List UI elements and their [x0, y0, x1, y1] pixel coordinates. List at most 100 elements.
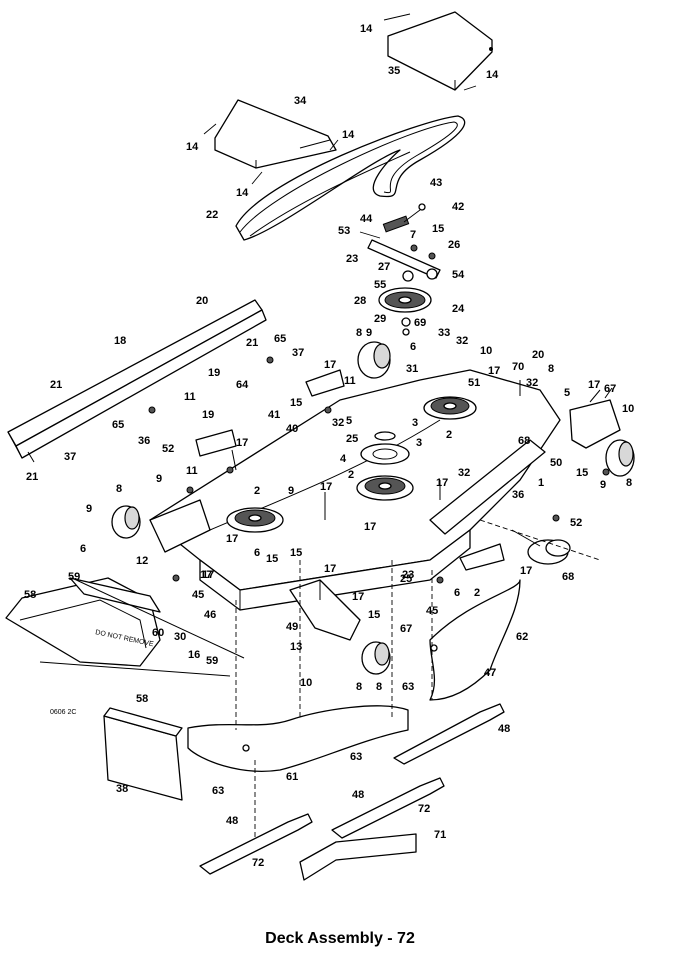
callout: 17	[520, 565, 532, 577]
front-wheel-bracket	[289, 579, 361, 641]
callout: 10	[480, 345, 492, 357]
callout: 17	[202, 569, 214, 581]
callout: 35	[388, 65, 400, 77]
anti-scalp-roller-12	[511, 529, 571, 565]
callout: 14	[236, 187, 249, 199]
callout: 17	[588, 379, 600, 391]
callout: 22	[206, 209, 218, 221]
spindle-pulley-center	[356, 431, 414, 501]
callout: 29	[374, 313, 386, 325]
hardware	[148, 356, 610, 584]
callout: 15	[576, 467, 588, 479]
callout: 17	[226, 533, 238, 545]
callout: 30	[174, 631, 186, 643]
blade-48-left	[199, 813, 313, 875]
callout: 32	[332, 417, 344, 429]
callout: 72	[418, 803, 430, 815]
callout: 14	[342, 129, 355, 141]
callout: 6	[410, 341, 416, 353]
callout: 21	[246, 337, 258, 349]
callout: 18	[114, 335, 126, 347]
callout: 17	[436, 477, 448, 489]
callout: 63	[402, 681, 414, 693]
callout: 54	[452, 269, 465, 281]
callout: 47	[484, 667, 496, 679]
callout: 72	[252, 857, 264, 869]
callout: 45	[426, 605, 438, 617]
callout: 9	[366, 327, 372, 339]
callout: 60	[152, 627, 164, 639]
callout: 23	[346, 253, 358, 265]
callout: 49	[286, 621, 298, 633]
callout: 48	[226, 815, 238, 827]
callout: 17	[324, 563, 336, 575]
callout: 15	[290, 397, 302, 409]
chute-rod	[39, 577, 245, 677]
callout: 53	[338, 225, 350, 237]
spindle-pulley-left	[226, 507, 284, 533]
callout: 32	[458, 467, 470, 479]
callout: 19	[208, 367, 220, 379]
callout: 71	[434, 829, 446, 841]
callout: 37	[64, 451, 76, 463]
callout: 5	[564, 387, 570, 399]
callout: 65	[112, 419, 124, 431]
callout: 9	[156, 473, 162, 485]
callout: 17	[364, 521, 376, 533]
callout: 25	[400, 573, 412, 585]
callout: 6	[80, 543, 86, 555]
callout: 9	[86, 503, 92, 515]
blade-48-right	[393, 703, 505, 765]
callout: 8	[356, 327, 362, 339]
gauge-wheel-front-left	[111, 505, 141, 539]
callout: 48	[498, 723, 510, 735]
callout: 40	[286, 423, 298, 435]
callout: 15	[290, 547, 302, 559]
callout: 20	[532, 349, 544, 361]
mower-deck-1	[149, 369, 561, 611]
callout: 2	[446, 429, 452, 441]
callout: 42	[452, 201, 464, 213]
callout: 8	[548, 363, 554, 375]
right-hanger-bracket	[569, 387, 621, 449]
callout: 58	[136, 693, 148, 705]
callout: 11	[344, 375, 356, 387]
callout: 63	[350, 751, 362, 763]
callout: 17	[488, 365, 500, 377]
callout: 36	[138, 435, 150, 447]
gauge-wheel-right	[605, 439, 635, 477]
callout: 70	[512, 361, 524, 373]
callout: 48	[352, 789, 364, 801]
callout: 5	[346, 415, 352, 427]
callout: 51	[468, 377, 480, 389]
callout: 24	[452, 303, 465, 315]
callout: 13	[290, 641, 302, 653]
callout: 36	[512, 489, 524, 501]
spindle-pulley-right	[423, 396, 477, 420]
callout: 41	[268, 409, 280, 421]
callout: 43	[430, 177, 442, 189]
callout: 52	[570, 517, 582, 529]
callout: 45	[192, 589, 204, 601]
callout: 25	[346, 433, 358, 445]
deflector-63	[103, 707, 183, 801]
callout: 2	[348, 469, 354, 481]
baffle-71	[299, 833, 417, 881]
callout: 1	[538, 477, 544, 489]
callout: 15	[266, 553, 278, 565]
belt-cover-34	[203, 99, 339, 185]
idler-pulley-28	[378, 287, 432, 336]
callout: 28	[354, 295, 366, 307]
callout: 17	[320, 481, 332, 493]
callout: 6	[454, 587, 460, 599]
callout: 2	[254, 485, 260, 497]
callout-labels: 14 35 14 34 14 14 14 22 43 42 44 53 15 7…	[24, 23, 634, 869]
callout: 44	[360, 213, 373, 225]
callout: 10	[622, 403, 634, 415]
callout: 37	[292, 347, 304, 359]
callout: 8	[116, 483, 122, 495]
blade-48-center	[331, 777, 445, 839]
callout: 12	[136, 555, 148, 567]
callout: 14	[360, 23, 373, 35]
